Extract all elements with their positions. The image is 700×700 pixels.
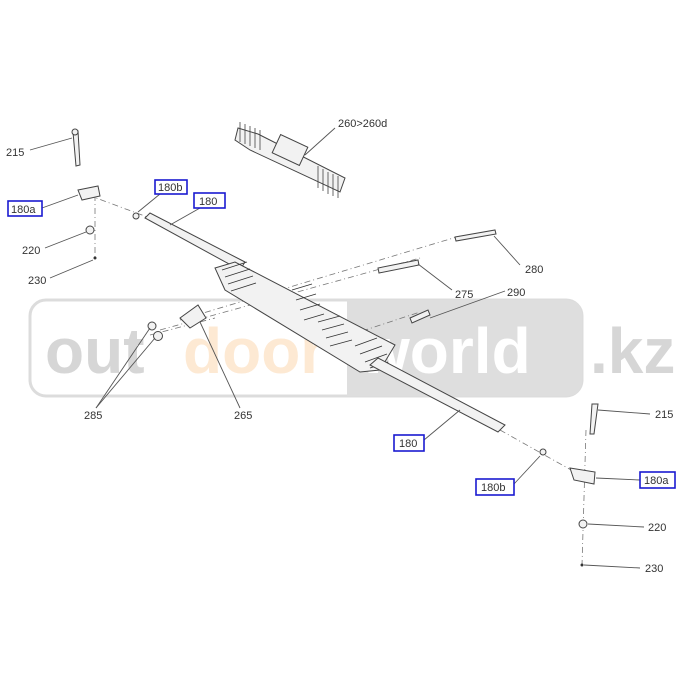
bolt-275 (377, 259, 420, 274)
label-230-bottom[interactable]: 230 (645, 563, 663, 575)
label-265[interactable]: 265 (234, 410, 252, 422)
label-230-top[interactable]: 230 (28, 275, 46, 287)
label-180a-bottom[interactable]: 180a (644, 475, 669, 487)
label-275[interactable]: 275 (455, 289, 473, 301)
bracket-265 (179, 304, 207, 329)
tie-rod-right (369, 357, 506, 433)
label-180a-top[interactable]: 180a (11, 204, 36, 216)
nut-180b-bottom (539, 448, 547, 456)
label-180b-top[interactable]: 180b (158, 182, 182, 194)
label-260[interactable]: 260>260d (338, 118, 387, 130)
label-290[interactable]: 290 (507, 287, 525, 299)
tie-rod-left (144, 212, 246, 271)
bolt-215-top (72, 130, 81, 167)
pin-230-bottom (580, 563, 584, 567)
steering-rack (144, 212, 506, 433)
watermark-kz: .kz (590, 315, 675, 387)
highlight-boxes (7, 179, 676, 496)
label-215-top[interactable]: 215 (6, 147, 24, 159)
label-285[interactable]: 285 (84, 410, 102, 422)
leader-lines (29, 127, 651, 569)
label-220-top[interactable]: 220 (22, 245, 40, 257)
watermark-out: out (45, 315, 145, 387)
bolt-290 (409, 309, 431, 324)
tie-rod-end-180a-top (77, 185, 101, 201)
bushing-285b (153, 331, 163, 341)
label-180b-bottom[interactable]: 180b (481, 482, 505, 494)
nut-220-bottom (578, 519, 588, 529)
rack-assembly-260-thumbnail (234, 122, 346, 198)
label-180-bottom[interactable]: 180 (399, 438, 417, 450)
nut-220-top (85, 225, 95, 235)
bolt-215-bottom (589, 403, 599, 435)
nut-180b-top (132, 212, 140, 220)
part-labels: 215 260>260d 180b 180 180a 220 230 280 2… (6, 118, 673, 575)
tie-rod-end-180a-bottom (569, 467, 596, 485)
fasteners (71, 128, 599, 567)
pin-230-top (93, 256, 97, 260)
label-220-bottom[interactable]: 220 (648, 522, 666, 534)
label-215-bottom[interactable]: 215 (655, 409, 673, 421)
bolt-280 (454, 229, 497, 242)
label-180-top[interactable]: 180 (199, 196, 217, 208)
label-280[interactable]: 280 (525, 264, 543, 276)
